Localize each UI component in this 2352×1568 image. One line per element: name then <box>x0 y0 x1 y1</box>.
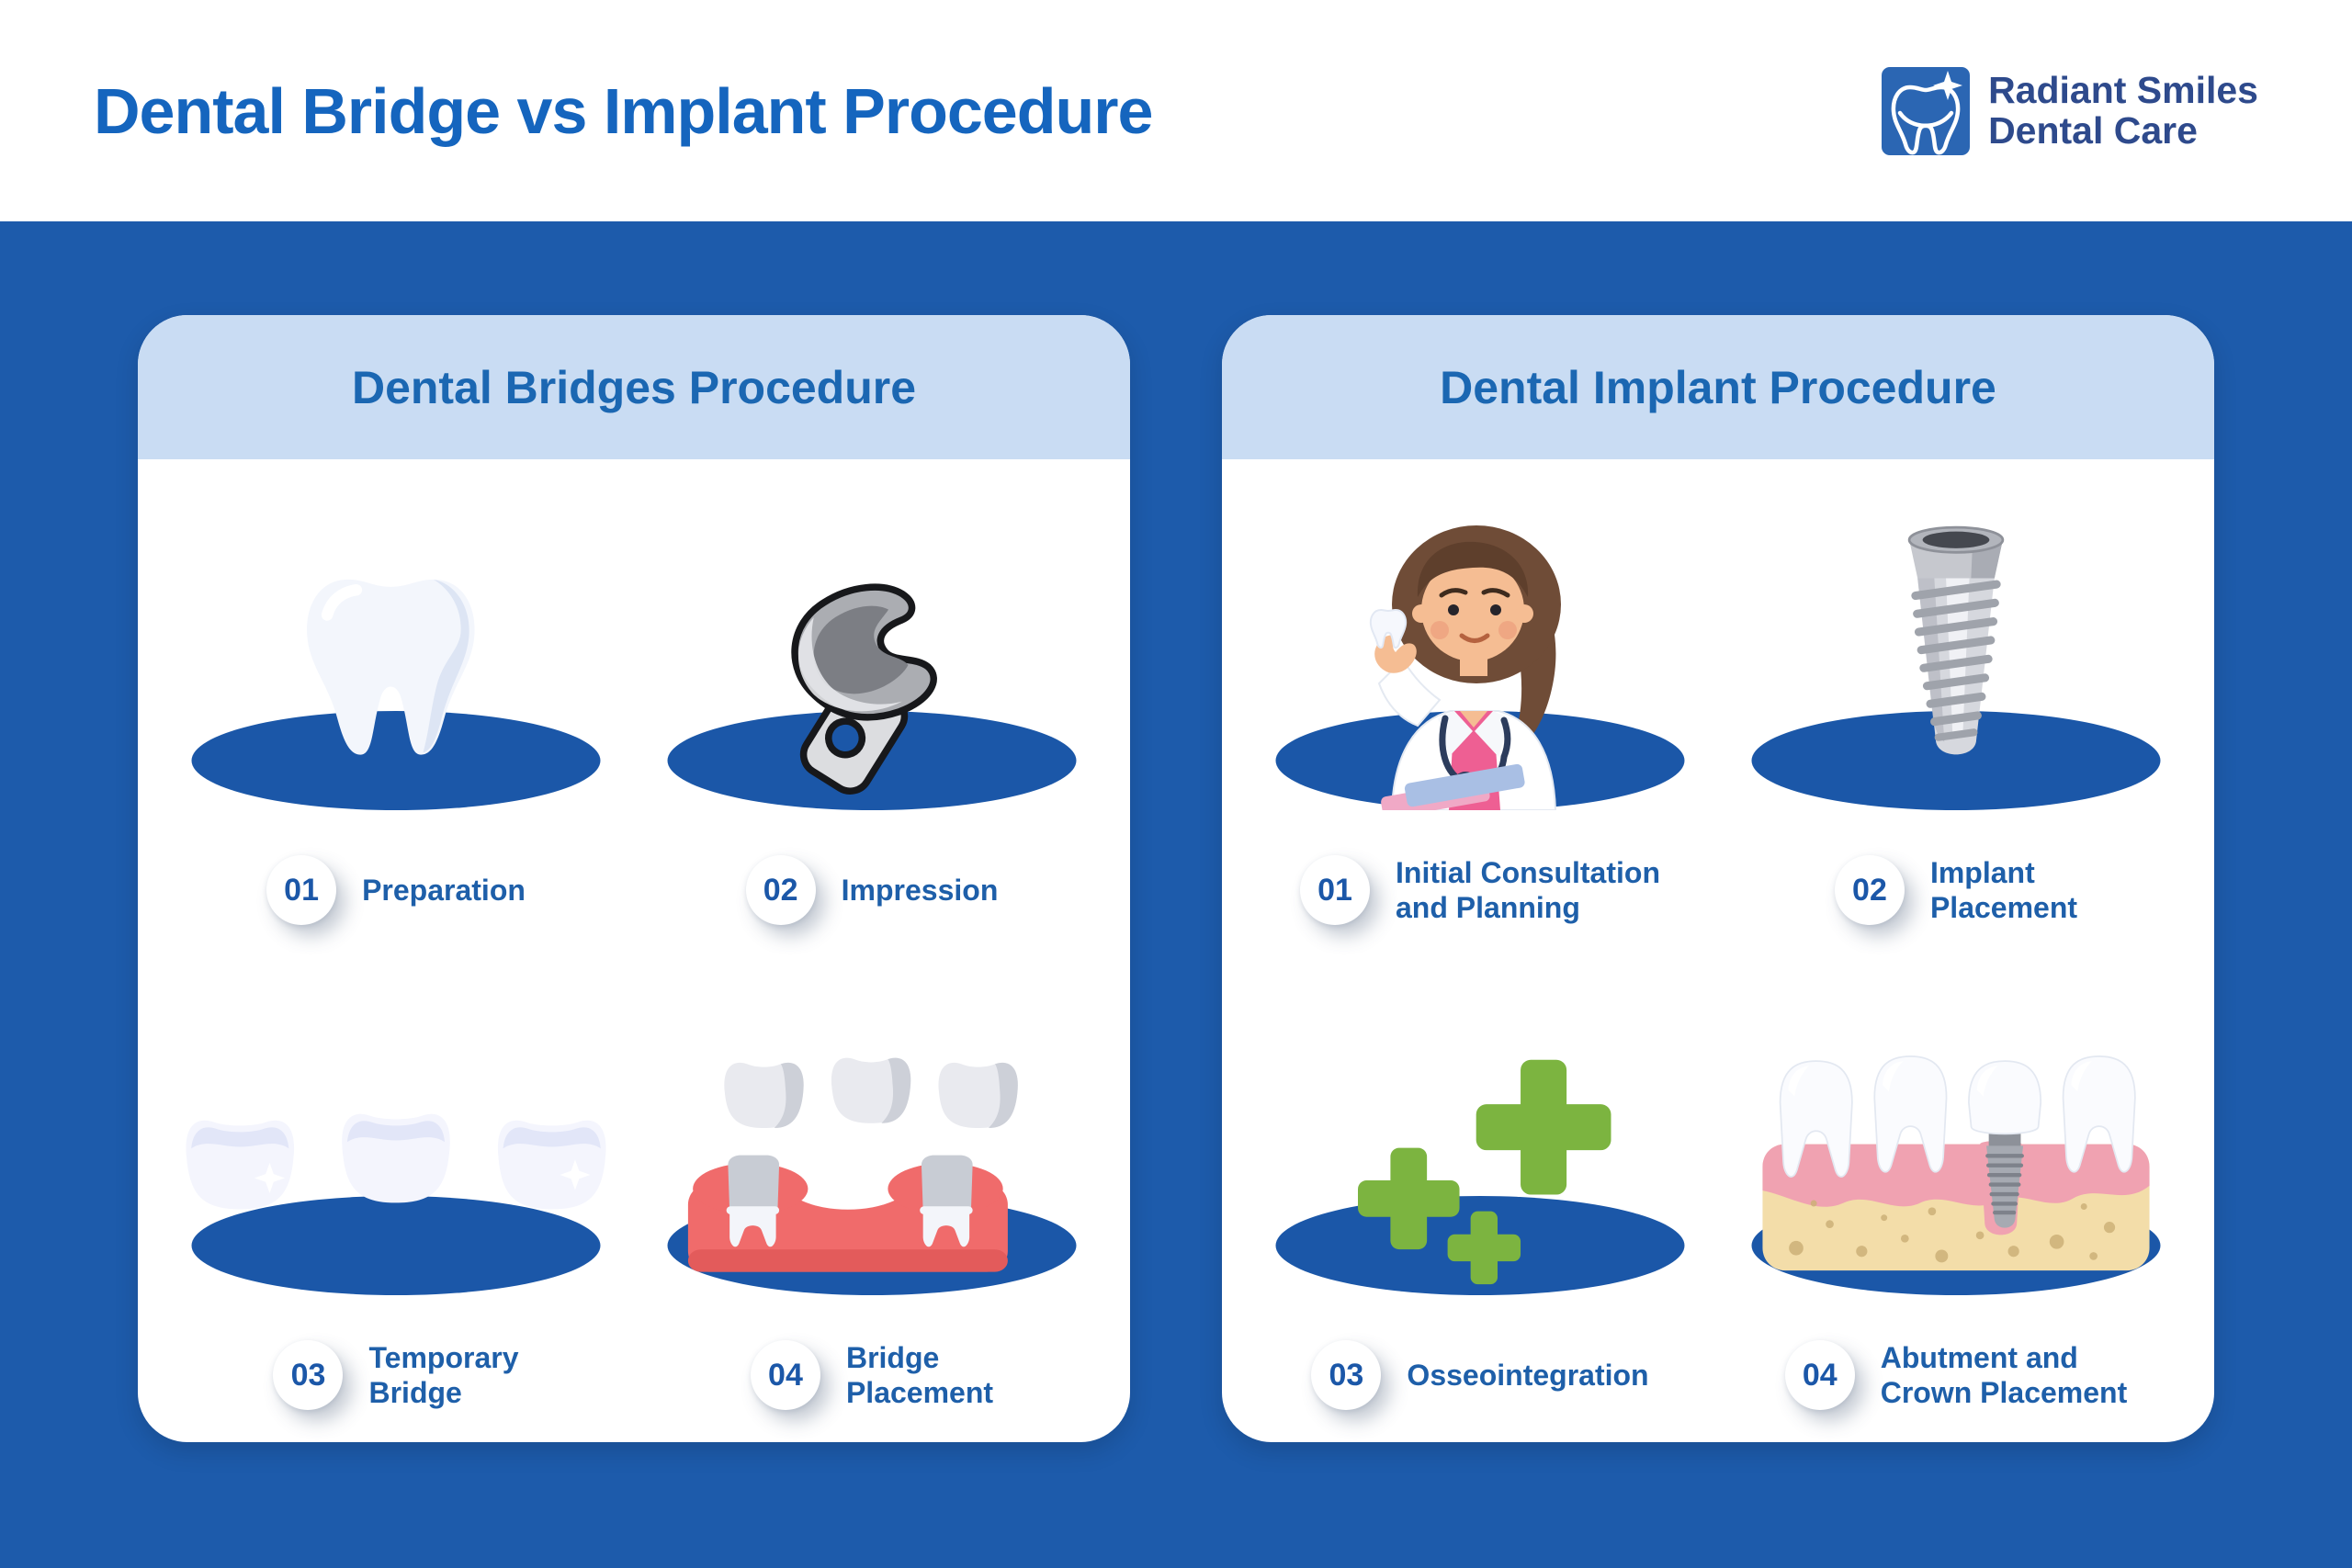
step-label: Preparation <box>362 873 526 907</box>
abutment-crown-icon <box>1762 1055 2150 1271</box>
step-number-badge: 02 <box>745 855 816 925</box>
step-label: Initial Consultation and Planning <box>1396 855 1660 924</box>
icon-stage <box>158 957 634 1295</box>
brand-name-line2: Dental Care <box>1988 108 2198 152</box>
impression-tray-icon <box>791 583 937 795</box>
step-number-badge: 01 <box>1300 855 1370 925</box>
step-cell: 03 Osseointegration <box>1242 957 1718 1442</box>
step-cell: 01 Preparation <box>158 472 634 957</box>
implant-screw-icon <box>1907 525 2005 755</box>
step-row: 03 Temporary Bridge <box>273 1308 519 1442</box>
brand-name: Radiant Smiles Dental Care <box>1988 68 2258 152</box>
bridges-panel-header: Dental Bridges Procedure <box>138 315 1130 459</box>
tooth-icon <box>307 579 475 755</box>
step-number-badge: 04 <box>1784 1340 1855 1410</box>
osseointegration-crosses-icon <box>1358 1059 1611 1285</box>
step-row: 03 Osseointegration <box>1311 1308 1649 1442</box>
step-row: 01 Initial Consultation and Planning <box>1300 823 1660 957</box>
ellipse-shadow <box>191 1196 601 1295</box>
implant-panel-title: Dental Implant Procedure <box>1440 361 1996 413</box>
step-cell: 04 Abutment and Crown Placement <box>1718 957 2194 1442</box>
icon-stage <box>634 472 1110 810</box>
bridges-panel-body: 01 Preparation <box>138 459 1130 1442</box>
step-cell: 02 Impression <box>634 472 1110 957</box>
step-number-badge: 03 <box>273 1340 344 1410</box>
step-label: Osseointegration <box>1407 1358 1649 1392</box>
step-row: 04 Abutment and Crown Placement <box>1784 1308 2128 1442</box>
tooth-sparkle-icon <box>1882 66 1971 155</box>
icon-stage <box>634 957 1110 1295</box>
page-header: Dental Bridge vs Implant Procedure Radia… <box>0 0 2352 221</box>
step-cell: 02 Implant Placement <box>1718 472 2194 957</box>
page-title: Dental Bridge vs Implant Procedure <box>94 74 1153 147</box>
implant-panel-body: 01 Initial Consultation and Planning <box>1222 459 2214 1442</box>
step-number-badge: 03 <box>1311 1340 1382 1410</box>
bridge-placement-icon <box>687 1057 1018 1272</box>
step-cell: 04 Bridge Placement <box>634 957 1110 1442</box>
icon-stage <box>1718 957 2194 1295</box>
step-label: Impression <box>841 873 999 907</box>
step-number-badge: 04 <box>750 1340 820 1410</box>
step-number-badge: 02 <box>1834 855 1905 925</box>
icon-stage <box>1242 957 1718 1295</box>
dentist-icon <box>1369 525 1561 810</box>
brand-name-line1: Radiant Smiles <box>1988 68 2258 111</box>
step-number-badge: 01 <box>266 855 337 925</box>
step-label: Implant Placement <box>1929 855 2078 924</box>
step-row: 01 Preparation <box>266 823 526 957</box>
step-row: 02 Implant Placement <box>1834 823 2078 957</box>
icon-stage <box>158 472 634 810</box>
step-row: 04 Bridge Placement <box>750 1308 994 1442</box>
step-cell: 01 Initial Consultation and Planning <box>1242 472 1718 957</box>
step-label: Temporary Bridge <box>368 1340 519 1409</box>
brand-logo: Radiant Smiles Dental Care <box>1882 66 2258 155</box>
procedure-panels: Dental Bridges Procedure 01 <box>138 315 2214 1442</box>
bridges-panel-title: Dental Bridges Procedure <box>351 361 917 413</box>
implant-panel-header: Dental Implant Procedure <box>1222 315 2214 459</box>
step-label: Bridge Placement <box>845 1340 994 1409</box>
step-label: Abutment and Crown Placement <box>1880 1340 2128 1409</box>
step-row: 02 Impression <box>745 823 999 957</box>
bridges-panel: Dental Bridges Procedure 01 <box>138 315 1130 1442</box>
icon-stage <box>1718 472 2194 810</box>
icon-stage <box>1242 472 1718 810</box>
step-cell: 03 Temporary Bridge <box>158 957 634 1442</box>
ellipse-shadow <box>191 711 601 810</box>
implant-panel: Dental Implant Procedure <box>1222 315 2214 1442</box>
temporary-bridge-icon <box>186 1113 606 1210</box>
